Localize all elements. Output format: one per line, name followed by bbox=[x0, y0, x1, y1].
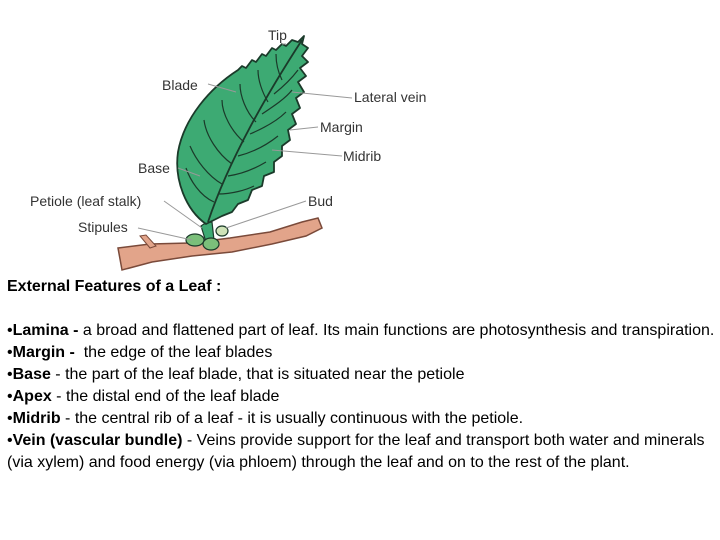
desc-lamina: a broad and flattened part of leaf. Its … bbox=[78, 322, 714, 339]
label-base: Base bbox=[138, 160, 170, 176]
label-margin: Margin bbox=[320, 119, 363, 135]
label-midrib: Midrib bbox=[343, 148, 381, 164]
term-lamina: Lamina - bbox=[13, 322, 79, 339]
list-item-midrib: •Midrib - the central rib of a leaf - it… bbox=[7, 408, 717, 430]
term-midrib: Midrib bbox=[13, 410, 61, 427]
label-tip: Tip bbox=[268, 27, 287, 43]
label-lateral-vein: Lateral vein bbox=[354, 89, 426, 105]
heading-text: External Features of a Leaf : bbox=[7, 278, 221, 295]
label-petiole: Petiole (leaf stalk) bbox=[30, 193, 141, 209]
list-item-margin: •Margin - the edge of the leaf blades bbox=[7, 342, 717, 364]
section-heading: External Features of a Leaf : bbox=[7, 276, 717, 298]
leaf-diagram: Tip Blade Lateral vein Margin Midrib Bas… bbox=[0, 0, 720, 280]
label-stipules: Stipules bbox=[78, 219, 128, 235]
term-vein: Vein (vascular bundle) bbox=[13, 432, 183, 449]
description-text: External Features of a Leaf : •Lamina - … bbox=[7, 276, 717, 474]
label-bud: Bud bbox=[308, 193, 333, 209]
list-item-lamina: •Lamina - a broad and flattened part of … bbox=[7, 320, 717, 342]
list-item-apex: •Apex - the distal end of the leaf blade bbox=[7, 386, 717, 408]
stipule-right bbox=[203, 238, 219, 250]
desc-margin: the edge of the leaf blades bbox=[75, 344, 272, 361]
leaf-blade bbox=[177, 36, 308, 224]
label-blade: Blade bbox=[162, 77, 198, 93]
term-base: Base bbox=[13, 366, 51, 383]
desc-base: - the part of the leaf blade, that is si… bbox=[51, 366, 465, 383]
stipule-left bbox=[186, 234, 204, 246]
list-item-vein: •Vein (vascular bundle) - Veins provide … bbox=[7, 430, 717, 474]
list-item-base: •Base - the part of the leaf blade, that… bbox=[7, 364, 717, 386]
term-apex: Apex bbox=[13, 388, 52, 405]
desc-midrib: - the central rib of a leaf - it is usua… bbox=[61, 410, 523, 427]
term-margin: Margin - bbox=[13, 344, 75, 361]
desc-apex: - the distal end of the leaf blade bbox=[52, 388, 280, 405]
